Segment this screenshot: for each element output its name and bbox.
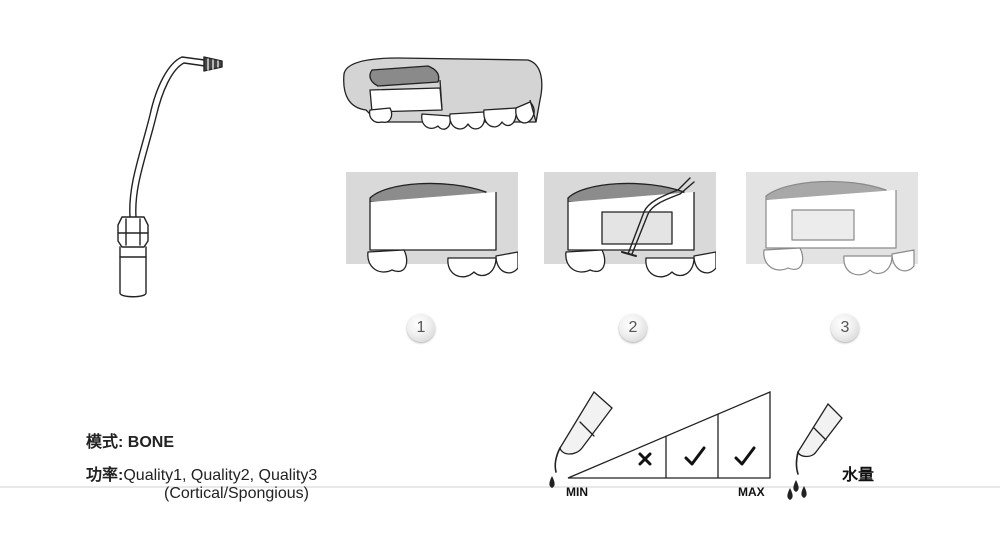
handpiece-icon <box>795 402 843 475</box>
power-line: 功率:Quality1, Quality2, Quality3 <box>86 461 317 485</box>
step-1-panel <box>346 172 518 278</box>
power-scale <box>549 390 771 488</box>
water-label: 水量 <box>842 467 875 484</box>
power-options: Quality1, Quality2, Quality3 <box>123 467 318 484</box>
jaw-illustration-overview <box>343 57 543 130</box>
water-drop-icon <box>549 476 555 488</box>
divider-line <box>0 486 1000 488</box>
water-drop-icon <box>787 480 807 500</box>
water-indicator <box>787 402 843 500</box>
step-badge-2: 2 <box>619 314 647 342</box>
power-sub: (Cortical/Spongious) <box>164 485 309 502</box>
mode-label: 模式: <box>86 434 124 451</box>
step-badge-3: 3 <box>831 314 859 342</box>
mode-value: BONE <box>127 434 175 451</box>
handpiece-icon <box>554 390 613 473</box>
scale-min-label: MIN <box>566 485 588 499</box>
cross-icon <box>638 452 652 466</box>
bone-tip-icon <box>117 56 223 298</box>
mode-line: 模式: BONE <box>86 428 174 452</box>
check-icon <box>734 446 756 466</box>
check-icon <box>684 446 706 466</box>
scale-max-label: MAX <box>738 485 765 499</box>
step-badge-1: 1 <box>407 314 435 342</box>
power-label: 功率: <box>86 467 124 484</box>
step-2-panel <box>544 172 716 278</box>
step-3-panel <box>746 172 918 276</box>
